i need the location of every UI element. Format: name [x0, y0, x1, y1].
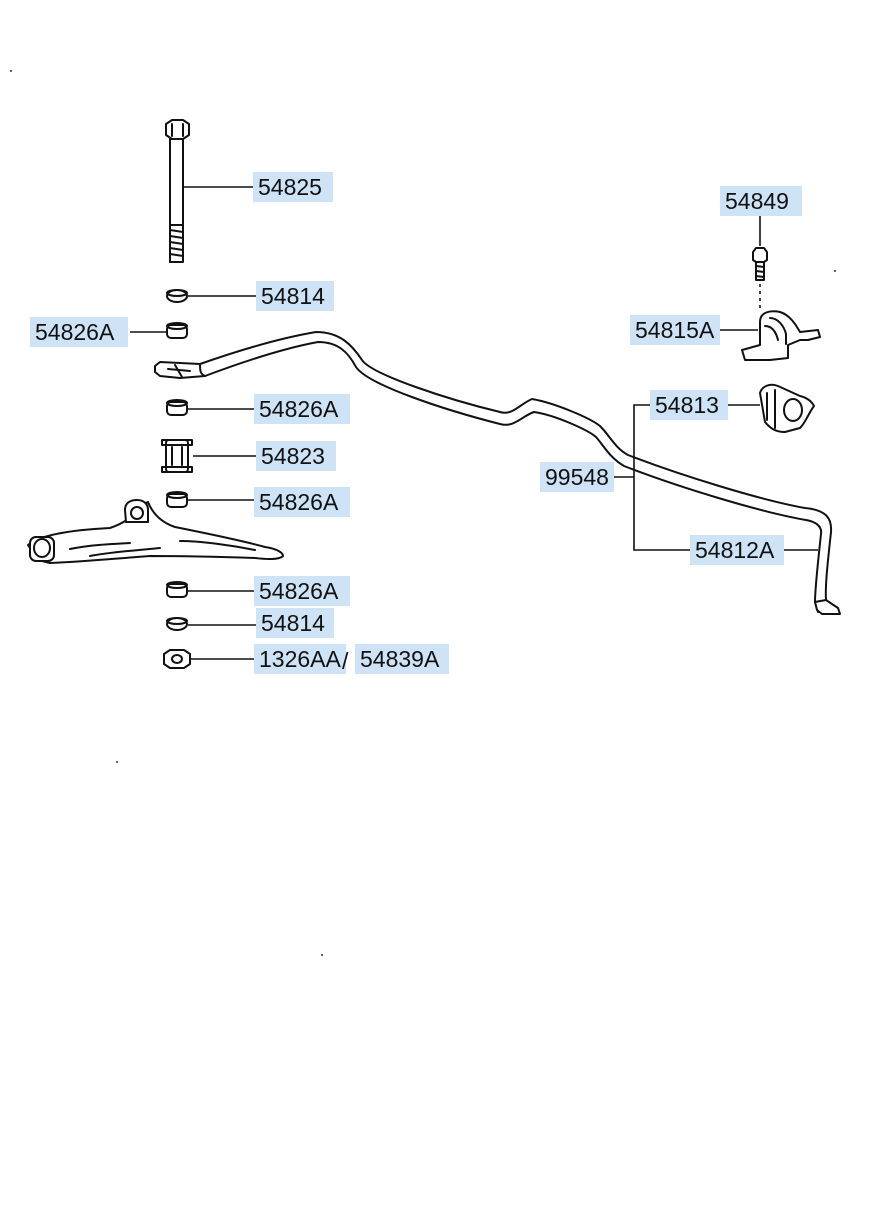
label-text: 54826A [259, 396, 339, 422]
label-text: 54849 [725, 188, 789, 214]
long-bolt-icon [165, 119, 190, 263]
label-text: 1326AA [259, 646, 342, 672]
label-54826A-2[interactable]: 54826A [254, 394, 350, 424]
label-54823[interactable]: 54823 [256, 441, 336, 471]
label-1326AA[interactable]: 1326AA [254, 644, 346, 674]
label-text: 54813 [655, 392, 719, 418]
leader-lines [130, 186, 818, 660]
speck [321, 954, 323, 956]
label-text: 54839A [360, 646, 440, 672]
label-54839A[interactable]: 54839A [355, 644, 449, 674]
label-99548[interactable]: 99548 [540, 462, 614, 492]
bracket-bolt-icon [752, 247, 768, 281]
nut-icon [163, 649, 191, 669]
label-54813[interactable]: 54813 [650, 390, 728, 420]
label-text: 99548 [545, 464, 609, 490]
label-text: 54814 [261, 610, 325, 636]
label-text: 54826A [259, 578, 339, 604]
spacer-sleeve-icon [161, 439, 193, 473]
speck [834, 270, 836, 272]
label-separator: / [342, 648, 349, 674]
label-text: 54826A [35, 319, 115, 345]
speck [116, 761, 118, 763]
bushing-icon [166, 581, 188, 598]
label-54812A[interactable]: 54812A [690, 535, 784, 565]
label-54826A-1[interactable]: 54826A [30, 317, 128, 347]
bushing-icon [166, 399, 188, 416]
label-54849[interactable]: 54849 [720, 186, 802, 216]
label-text: 54826A [259, 489, 339, 515]
bushing-icon [166, 322, 188, 339]
label-54815A[interactable]: 54815A [630, 315, 720, 345]
washer-icon [166, 289, 188, 303]
label-text: 54814 [261, 283, 325, 309]
lower-control-arm-icon [27, 499, 284, 564]
bushing-icon [166, 491, 188, 508]
label-54825[interactable]: 54825 [253, 172, 333, 202]
washer-icon [166, 617, 188, 631]
label-text: 54823 [261, 443, 325, 469]
bar-bushing-icon [759, 383, 815, 433]
label-54826A-4[interactable]: 54826A [254, 576, 350, 606]
label-text: 54812A [695, 537, 775, 563]
label-text: 54815A [635, 317, 715, 343]
speck [10, 70, 12, 72]
stabilizer-bar-icon [154, 331, 841, 615]
label-54814-top[interactable]: 54814 [256, 281, 334, 311]
label-54826A-3[interactable]: 54826A [254, 487, 350, 517]
label-54814-bottom[interactable]: 54814 [256, 608, 334, 638]
bar-bracket-icon [741, 310, 821, 361]
label-text: 54825 [258, 174, 322, 200]
